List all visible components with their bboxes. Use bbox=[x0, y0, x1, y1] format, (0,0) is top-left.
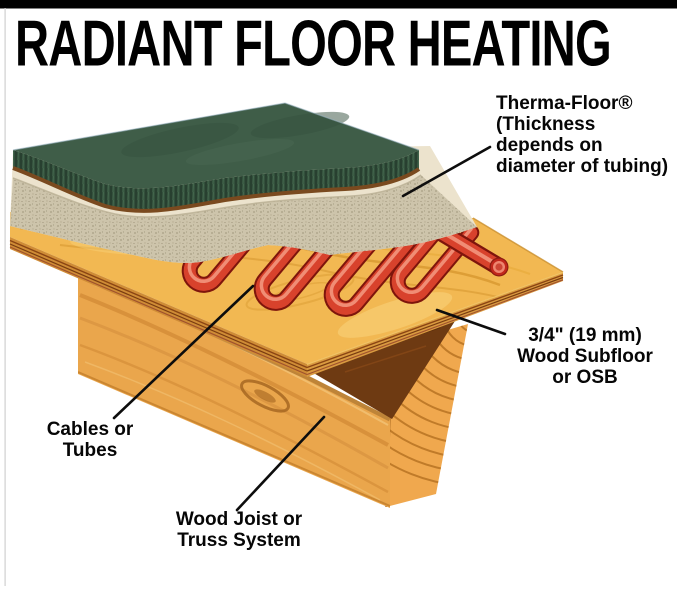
subfloor-edge-left bbox=[9, 237, 308, 377]
leader-lines bbox=[112, 145, 507, 512]
carpet-front-face bbox=[13, 150, 419, 211]
carpet-backing bbox=[12, 166, 421, 213]
wood-knot bbox=[240, 379, 290, 413]
label-thermafloor-line4: diameter of tubing) bbox=[496, 156, 669, 177]
label-joist: Wood Joist or Truss System bbox=[156, 509, 322, 551]
top-border-bar bbox=[0, 0, 677, 9]
label-thermafloor-line3: depends on bbox=[496, 135, 603, 156]
label-cables-line1: Cables or bbox=[46, 419, 134, 440]
leader-line-thermafloor bbox=[401, 145, 492, 198]
label-thermafloor-line1: Therma-Floor® bbox=[496, 93, 633, 114]
label-joist-line2: Truss System bbox=[177, 530, 301, 551]
label-thermafloor: Therma-Floor® (Thickness depends on diam… bbox=[496, 93, 668, 177]
thermafloor-cut-face bbox=[10, 175, 477, 263]
carpet-layer bbox=[12, 102, 421, 213]
page-title: RADIANT FLOOR HEATING bbox=[15, 7, 612, 80]
left-edge-line bbox=[4, 8, 6, 586]
label-joist-line1: Wood Joist or bbox=[175, 509, 303, 530]
tube-cut-end bbox=[489, 257, 509, 277]
label-cables-line2: Tubes bbox=[62, 440, 118, 461]
leader-line-joist bbox=[235, 415, 326, 512]
label-subfloor: 3/4" (19 mm) Wood Subfloor or OSB bbox=[500, 325, 670, 388]
leader-line-cables bbox=[112, 284, 255, 420]
label-cables: Cables or Tubes bbox=[28, 419, 152, 461]
leader-line-subfloor bbox=[435, 308, 507, 336]
label-subfloor-line2: Wood Subfloor bbox=[517, 346, 653, 367]
label-subfloor-line3: or OSB bbox=[552, 367, 618, 388]
label-thermafloor-line2: (Thickness bbox=[496, 114, 596, 135]
label-subfloor-line1: 3/4" (19 mm) bbox=[528, 325, 642, 346]
subfloor-edge-right bbox=[306, 272, 564, 377]
